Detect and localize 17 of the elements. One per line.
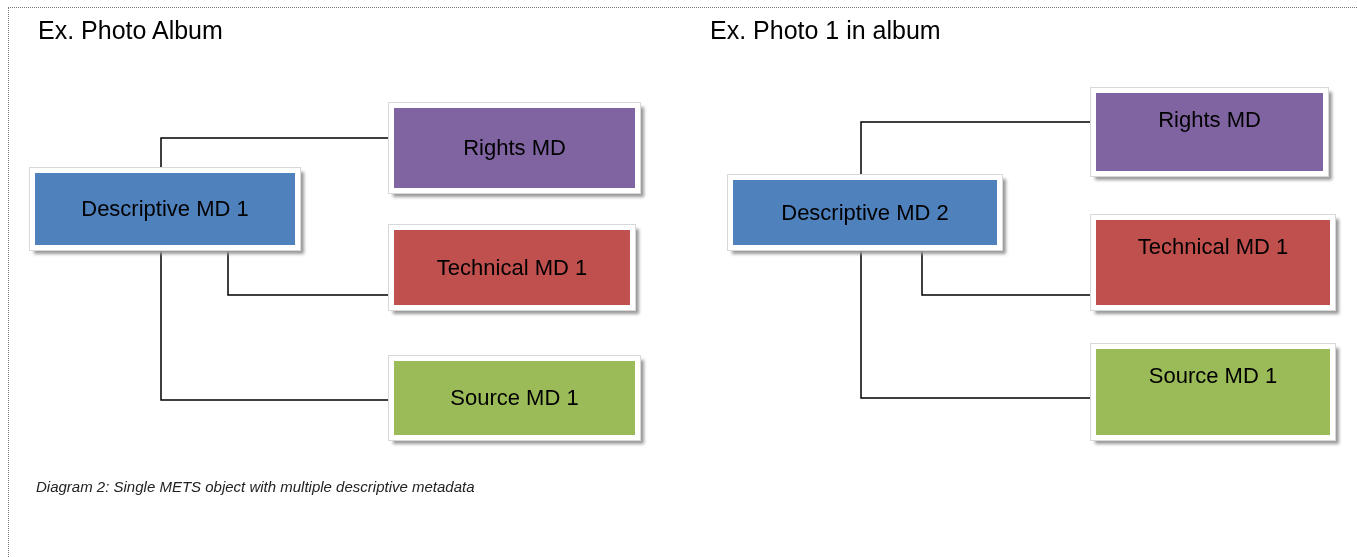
connector-line (860, 121, 1092, 176)
box-label: Source MD 1 (450, 385, 579, 411)
connector-line (921, 249, 1092, 296)
connector-line (160, 137, 390, 169)
connector-line (227, 249, 390, 296)
box-label: Technical MD 1 (436, 254, 588, 281)
connector-line (160, 249, 390, 401)
box-label: Rights MD (463, 135, 566, 161)
box-label: Technical MD 1 (1137, 234, 1289, 260)
box-label: Source MD 1 (1148, 363, 1278, 389)
box-label: Rights MD (1158, 107, 1261, 133)
section-title: Ex. Photo Album (38, 16, 223, 45)
box-label: Descriptive MD 2 (781, 199, 949, 226)
caption: Diagram 2: Single METS object with multiple descriptive metadata (36, 478, 475, 495)
box-label: Descriptive MD 1 (81, 196, 249, 222)
connector-line (860, 249, 1092, 399)
section-title: Ex. Photo 1 in album (710, 16, 941, 45)
